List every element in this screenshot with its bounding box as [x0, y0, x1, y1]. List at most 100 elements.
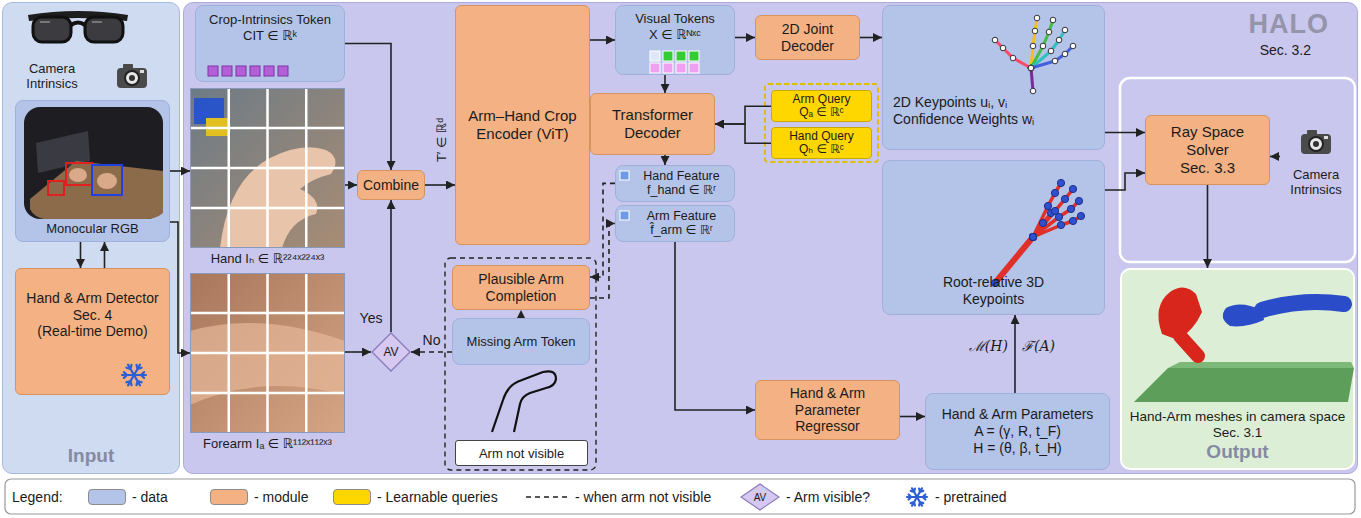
- decoder-box: 2D Joint Decoder: [755, 15, 860, 60]
- forearm-crop-art: [190, 273, 345, 433]
- connector-arrow: [860, 37, 882, 39]
- label-wrap: ℳ(H): [969, 336, 1008, 355]
- note-box: Arm not visible: [455, 440, 588, 466]
- legend-text: - Arm visible?: [786, 489, 870, 505]
- legend-title: Legend:: [12, 489, 63, 505]
- method-panel-text: HALO: [1249, 9, 1330, 40]
- solver-box-text: Sec. 3.3: [1180, 159, 1235, 177]
- edge-label-wrap: No: [423, 332, 441, 348]
- camera-input: Camera Intrinsics: [1280, 128, 1352, 200]
- connector-arrow: [1207, 185, 1209, 268]
- detector-box-text: Sec. 4: [73, 307, 113, 324]
- token-box-text: Visual Tokens: [635, 11, 715, 27]
- process-box-text: Combine: [363, 177, 419, 194]
- output-panel: Hand-Arm meshes in camera spaceSec. 3.1O…: [1120, 268, 1355, 470]
- legend-text: - module: [254, 489, 308, 505]
- feature-box-text: Hand Feature: [643, 169, 719, 183]
- method-panel-text: Sec. 3.2: [1260, 42, 1311, 58]
- image-box: Monocular RGB: [15, 100, 170, 242]
- legend-text: - Learnable queries: [377, 489, 498, 505]
- hand-crop: Hand Iₕ ∈ ℝ²²⁴ˣ²²⁴ˣ³: [190, 88, 345, 248]
- detector-box-text: Hand & Arm Detector: [26, 290, 158, 307]
- token-box-text: Crop-Intrinsics Token: [209, 12, 331, 28]
- connector-arrow: [425, 184, 455, 186]
- camera-input-text: Camera Intrinsics: [1280, 168, 1352, 198]
- legend-swatch: [333, 489, 371, 505]
- label-wrap: ℱ(A): [1022, 336, 1055, 355]
- legend-sample: [905, 485, 929, 509]
- connector-arrow: [1014, 315, 1016, 393]
- connector-arrow: [590, 39, 615, 41]
- connector-arrow: [1105, 132, 1145, 134]
- connector-arrow: [80, 242, 82, 268]
- label-wrap: Camera Intrinsics: [7, 62, 97, 92]
- connector-arrow: [664, 155, 666, 165]
- query-box: Hand QueryQₕ ∈ ℝᶜ: [771, 127, 872, 159]
- solver-box-text: Ray Space Solver: [1152, 123, 1263, 159]
- parameter-box: Hand & Arm ParametersA = (γ, R, t_F)H = …: [925, 393, 1110, 470]
- hand-crop-art: [190, 88, 345, 248]
- decoder-box-text: 2D Joint Decoder: [762, 21, 853, 55]
- edge-label-wrap: Yes: [360, 310, 383, 326]
- keypoint-box: Root-relative 3D Keypoints: [882, 160, 1105, 315]
- function-label: ℱ(A): [1022, 336, 1055, 355]
- image-box-text: Monocular RGB: [46, 221, 138, 237]
- feature-box: Hand Featuref_hand ∈ ℝʳ: [615, 165, 735, 202]
- decision-diamond-text: AV: [383, 345, 398, 359]
- decision-diamond: AV: [371, 332, 411, 372]
- legend-text: - pretrained: [935, 489, 1007, 505]
- connector-arrow: [345, 351, 371, 353]
- legend-box: [5, 479, 1355, 514]
- connector-arrow: [664, 75, 666, 93]
- token-box-text: X ∈ ℝᴺˣᶜ: [649, 27, 701, 43]
- hand-crop-text: Hand Iₕ ∈ ℝ²²⁴ˣ²²⁴ˣ³: [190, 251, 345, 266]
- connector-arrow: [390, 200, 392, 332]
- regressor-box: Hand & Arm Parameter Regressor: [755, 380, 900, 440]
- keypoint-box-art: [883, 6, 1106, 151]
- legend-swatch: [88, 489, 126, 505]
- process-box: Plausible Arm Completion: [452, 265, 590, 310]
- label-wrap: Legend:: [12, 489, 63, 505]
- method-panel: Crop-Intrinsics TokenCIT ∈ ℝᵏHand Iₕ ∈ ℝ…: [183, 2, 1358, 474]
- input-label: Camera Intrinsics: [7, 62, 97, 92]
- forearm-crop-text: Forearm Iₐ ∈ ℝ¹¹²ˣ¹¹²ˣ³: [190, 436, 345, 451]
- legend-text: - when arm not visible: [575, 489, 711, 505]
- legend-item: - Learnable queries: [333, 489, 498, 505]
- query-box-text: Arm Query: [792, 93, 850, 106]
- output-panel-text: Output: [1206, 441, 1268, 464]
- feature-box: Arm Featuref̂_arm ∈ ℝʳ: [615, 205, 735, 242]
- regressor-box-text: Hand & Arm Parameter Regressor: [762, 385, 893, 435]
- process-box: Combine: [357, 170, 425, 200]
- encoder-box: Arm–Hand Crop Encoder (ViT): [455, 5, 590, 245]
- feature-box-text: f̂_arm ∈ ℝʳ: [650, 223, 713, 237]
- token-box: Crop-Intrinsics TokenCIT ∈ ℝᵏ: [195, 5, 345, 82]
- tensor-label: T′ ∈ ℝᵈ: [434, 118, 449, 162]
- encoder-box-text: Arm–Hand Crop Encoder (ViT): [462, 107, 583, 143]
- function-label: ℳ(H): [969, 336, 1008, 355]
- query-box: Arm QueryQₐ ∈ ℝᶜ: [771, 90, 872, 122]
- label-wrap: AV: [754, 492, 767, 503]
- query-box-text: Qₕ ∈ ℝᶜ: [799, 143, 844, 156]
- connector-arrow: [104, 242, 106, 268]
- edge-label: No: [423, 332, 441, 348]
- legend-swatch: [210, 489, 248, 505]
- note-box-text: Arm not visible: [479, 446, 564, 461]
- query-box-text: Hand Query: [789, 130, 854, 143]
- parameter-box-text: H = (θ, β, t_H): [973, 440, 1062, 457]
- keypoint-box-text: 2D Keypoints uᵢ, vᵢ Confidence Weights w…: [893, 94, 1068, 128]
- input-panel: Monocular RGB Hand & Arm DetectorSec. 4(R…: [2, 2, 180, 474]
- token-box: Missing Arm Token: [452, 318, 590, 365]
- legend-diamond-label: AV: [754, 492, 767, 503]
- solver-box: Ray Space SolverSec. 3.3: [1145, 115, 1270, 185]
- output-panel-text: Hand-Arm meshes in camera space: [1130, 409, 1345, 425]
- legend-sample: [525, 492, 569, 502]
- token-box: Visual TokensX ∈ ℝᴺˣᶜ: [615, 5, 735, 75]
- detector-box: Hand & Arm DetectorSec. 4(Real-time Demo…: [15, 268, 170, 395]
- label-wrap: T′ ∈ ℝᵈ: [434, 118, 449, 162]
- connector-arrow: [900, 416, 925, 418]
- decoder-box: Transformer Decoder: [590, 93, 715, 155]
- feature-box-text: f_hand ∈ ℝʳ: [647, 183, 716, 197]
- edge-label: Yes: [360, 310, 383, 326]
- token-box-text: Missing Arm Token: [467, 334, 576, 350]
